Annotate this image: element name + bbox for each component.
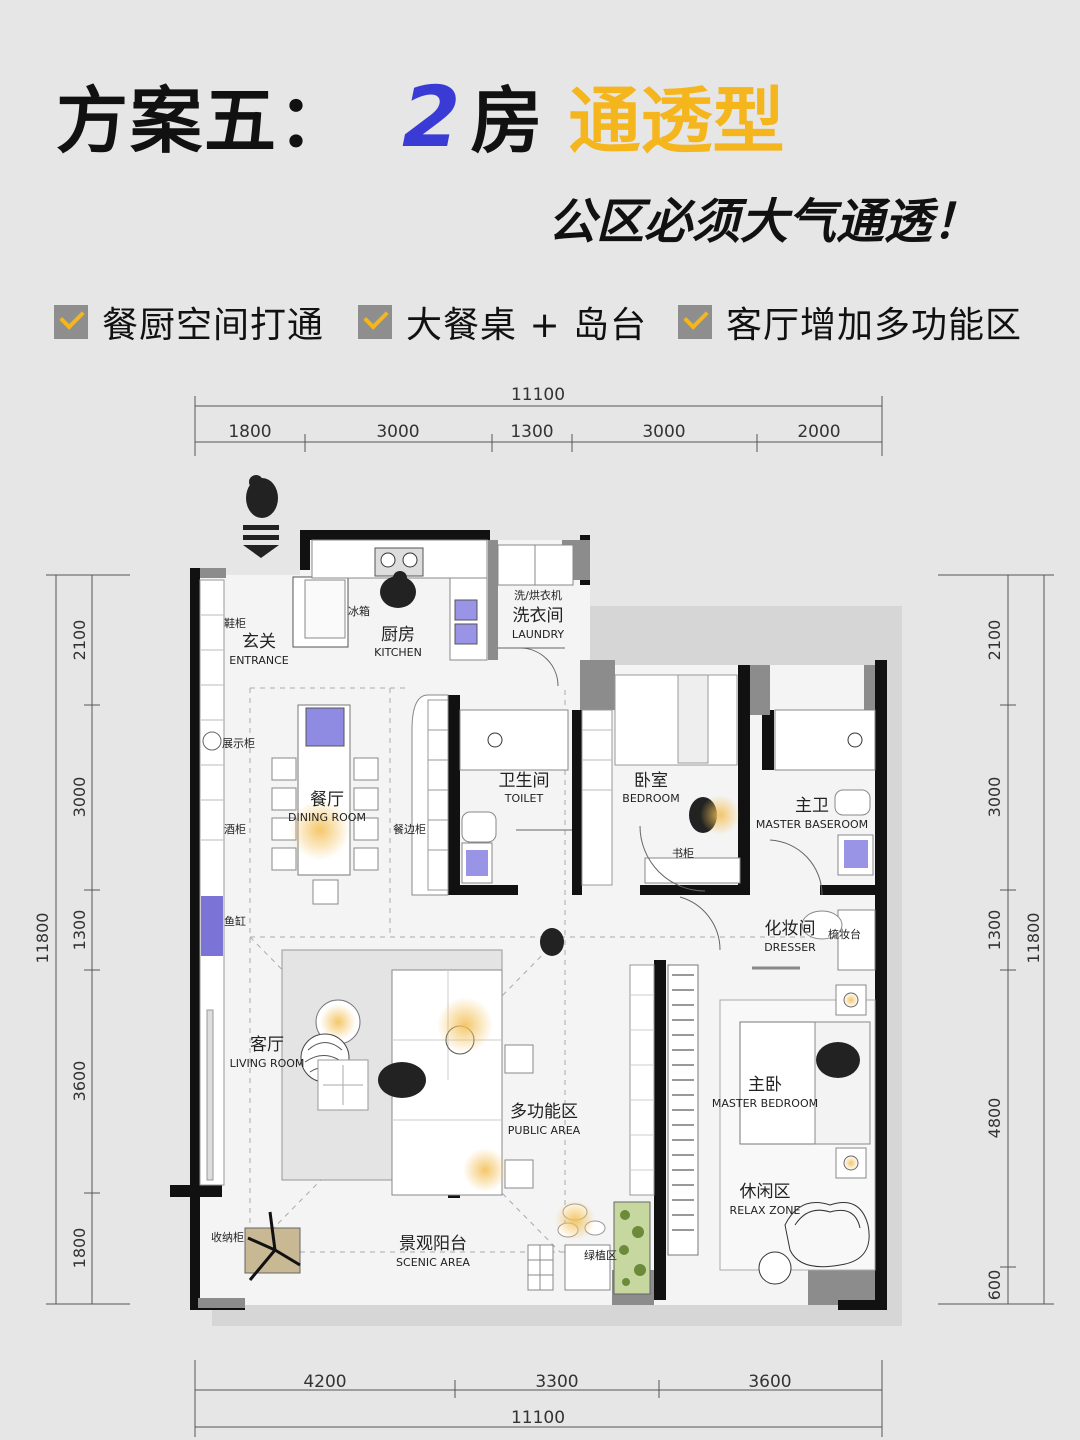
storage-label: 收纳柜	[211, 1230, 244, 1244]
dining-en: DINING ROOM	[288, 811, 366, 824]
window-strip	[199, 579, 225, 1186]
kitchen-person-icon	[380, 571, 416, 608]
dim-top-seg: 3000	[376, 422, 419, 442]
living-room-furniture	[281, 928, 564, 1196]
dim-bottom-seg: 3300	[535, 1372, 578, 1392]
master-bedroom-cn: 主卧	[748, 1075, 782, 1095]
entrance-cn: 玄关	[242, 632, 276, 652]
feature-item: 大餐桌 + 岛台	[358, 296, 647, 348]
kitchen-furniture	[292, 539, 488, 896]
wall-columns	[198, 540, 875, 1308]
dresser-furniture	[679, 896, 876, 971]
checkbox-icon	[678, 305, 712, 339]
dresser-en: DRESSER	[764, 941, 816, 954]
title-number: 2	[402, 68, 461, 166]
master-bedroom-furniture	[719, 984, 876, 1285]
planter-label: 绿植区	[584, 1248, 617, 1262]
wine-cabinet-label: 酒柜	[224, 823, 246, 836]
dim-left-seg: 1300	[70, 910, 89, 951]
public-area-cn: 多功能区	[510, 1102, 578, 1122]
dim-right-seg: 600	[985, 1270, 1004, 1301]
dresser-cn: 化妆间	[765, 919, 816, 939]
dim-top-seg: 1800	[228, 422, 271, 442]
master-bath-furniture	[769, 709, 876, 896]
relax-cn: 休闲区	[740, 1182, 791, 1202]
dining-cn: 餐厅	[310, 790, 344, 810]
relax-en: RELAX ZONE	[730, 1204, 801, 1217]
dim-right-seg: 3000	[985, 777, 1004, 818]
master-bath-en: MASTER BASEROOM	[756, 818, 868, 831]
feature-label: 客厅增加多功能区	[726, 305, 1023, 346]
master-bedroom-en: MASTER BEDROOM	[712, 1097, 818, 1110]
checkbox-icon	[54, 305, 88, 339]
wardrobe	[629, 964, 699, 1256]
kitchen-cn: 厨房	[381, 625, 415, 645]
laundry-cn: 洗衣间	[513, 606, 564, 626]
dim-bottom-total: 11100	[511, 1408, 565, 1428]
dim-left-seg: 1800	[70, 1228, 89, 1269]
desk-label: 书柜	[672, 847, 694, 860]
toilet-furniture	[459, 709, 572, 884]
toilet-cn: 卫生间	[499, 771, 550, 791]
scenic-en: SCENIC AREA	[396, 1256, 470, 1269]
page-subtitle: 公区必须大气通透！	[547, 194, 980, 250]
furniture-labels: 鞋柜 冰箱 展示柜 酒柜 餐边柜 鱼缸 书柜 梳妆台 收纳柜 绿植区	[211, 604, 861, 1262]
scenic-cn: 景观阳台	[399, 1234, 467, 1254]
vanity-label: 梳妆台	[828, 927, 861, 941]
feature-label: 餐厨空间打通	[102, 305, 325, 346]
dim-right-seg: 4800	[985, 1098, 1004, 1139]
entrance-en: ENTRANCE	[229, 654, 289, 667]
public-area-en: PUBLIC AREA	[508, 1124, 581, 1137]
title-main: 方案五：	[56, 79, 353, 163]
dim-left-seg: 3000	[70, 777, 89, 818]
dim-top-seg: 2000	[797, 422, 840, 442]
title-room: 房	[470, 79, 543, 163]
dim-top-seg: 1300	[510, 422, 553, 442]
dim-top-total: 11100	[511, 385, 565, 405]
dimension-labels: 11100 1800 3000 1300 3000 2000 4200 3300…	[228, 385, 840, 1428]
bedroom-furniture	[581, 674, 741, 892]
fridge-label: 冰箱	[348, 604, 370, 618]
feature-label: 大餐桌 + 岛台	[406, 305, 648, 346]
page-title: 方案五： 2 房 通透型	[56, 62, 785, 166]
dimension-lines	[46, 396, 1054, 1437]
dim-bottom-seg: 3600	[748, 1372, 791, 1392]
bedroom-en: BEDROOM	[622, 792, 679, 805]
living-cn: 客厅	[250, 1035, 284, 1055]
living-person-icon	[378, 1062, 426, 1098]
kitchen-en: KITCHEN	[374, 646, 422, 659]
sideboard-label: 餐边柜	[393, 822, 426, 836]
dim-left-total: 11800	[33, 913, 52, 964]
balcony-furniture	[244, 1200, 651, 1295]
sideboard	[427, 699, 449, 891]
dimension-labels-vertical: 11800 2100 3000 1300 3600 1800 11800 210…	[33, 620, 1043, 1301]
entrance-arrow-icon	[243, 475, 279, 558]
feature-item: 餐厨空间打通	[54, 296, 324, 348]
floor-plan: 11100 1800 3000 1300 3000 2000 4200 3300…	[33, 385, 1054, 1437]
dim-left-seg: 2100	[70, 620, 89, 661]
dim-right-seg: 1300	[985, 910, 1004, 951]
fish-tank-label: 鱼缸	[224, 914, 246, 928]
dim-right-seg: 2100	[985, 620, 1004, 661]
master-person-icon	[816, 1042, 860, 1078]
laundry-en: LAUNDRY	[512, 628, 565, 641]
display-cabinet-label: 展示柜	[222, 737, 255, 750]
room-labels: 玄关 ENTRANCE 厨房 KITCHEN 洗/烘衣机 洗衣间 LAUNDRY…	[229, 588, 868, 1269]
dim-left-seg: 3600	[70, 1061, 89, 1102]
laundry-furniture	[497, 544, 574, 687]
checkbox-icon	[358, 305, 392, 339]
dim-top-seg: 3000	[642, 422, 685, 442]
shoe-cabinet-label: 鞋柜	[224, 616, 246, 630]
dim-bottom-seg: 4200	[303, 1372, 346, 1392]
hallway-person-icon	[540, 928, 564, 956]
living-en: LIVING ROOM	[230, 1057, 305, 1070]
bedroom-cn: 卧室	[634, 771, 668, 791]
toilet-en: TOILET	[504, 792, 544, 805]
dim-right-total: 11800	[1024, 913, 1043, 964]
master-bath-cn: 主卫	[795, 796, 829, 816]
dining-furniture	[202, 704, 379, 905]
feature-item: 客厅增加多功能区	[678, 296, 1022, 348]
title-type: 通透型	[568, 79, 785, 163]
laundry-note: 洗/烘衣机	[514, 588, 562, 602]
